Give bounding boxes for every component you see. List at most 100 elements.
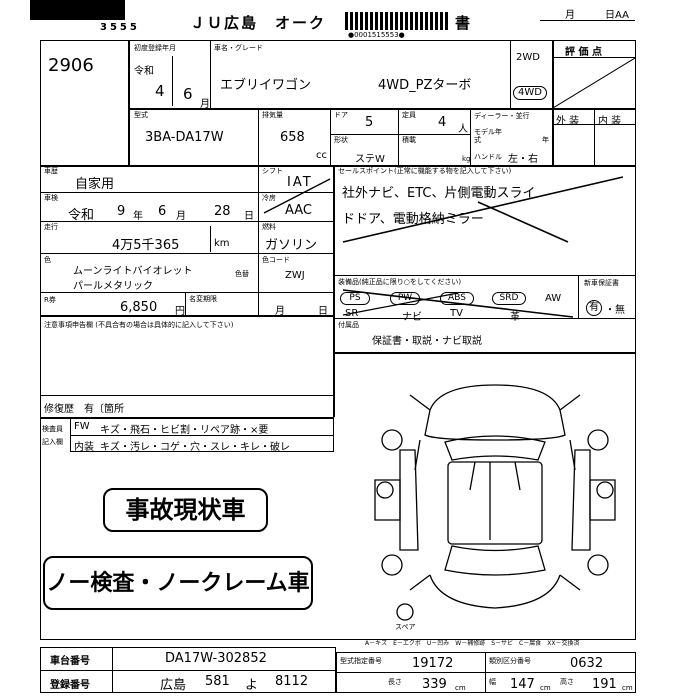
divider: [470, 108, 471, 165]
divider: [40, 315, 334, 317]
divider: [40, 253, 334, 254]
displacement: 658: [280, 130, 305, 145]
equip-srd: SRD: [492, 292, 526, 305]
capacity-unit: 人: [458, 124, 468, 135]
doors-label: ドア: [334, 111, 348, 119]
inspector-ext-items: キズ・飛石・ヒビ割・リペア跡・×要: [100, 425, 269, 436]
top-number-block: [30, 0, 125, 20]
divider: [172, 56, 173, 106]
inspection-era: 令和: [68, 208, 95, 223]
divider: [40, 395, 334, 396]
handle: 左・右: [508, 154, 538, 165]
damage-legend: A－キズ E－エクボ U－凹み W－補修跡 S－サビ C－腐食 XX－交換済: [365, 640, 580, 647]
notes-note: (不具合有の場合は具体的に記入して下さい): [95, 321, 234, 329]
divider: [185, 292, 186, 315]
name-change-day: 日: [318, 306, 328, 317]
equip-ps: PS: [340, 292, 370, 305]
notes-label: 注意事項申告欄 (不具合有の場合は具体的に記入して下さい): [44, 321, 234, 329]
car-damage-diagram: [374, 384, 616, 621]
shift-value: IAT: [287, 175, 313, 190]
length: 339: [422, 677, 447, 692]
registration-label: 登録番号: [50, 680, 90, 691]
divider: [578, 275, 579, 318]
divider: [330, 108, 331, 165]
usage-value: 自家用: [75, 177, 115, 192]
divider: [333, 315, 335, 417]
first-reg-label: 初度登録年月: [134, 44, 176, 52]
divider: [40, 192, 334, 193]
sales-points-label: セールスポイント(正常に機能する物を記入して下さい): [338, 167, 511, 175]
inspection-year: 9: [117, 204, 126, 219]
warranty-no-text: 無: [615, 305, 625, 316]
color-code-label: 色コード: [262, 256, 290, 264]
divider: [333, 165, 335, 315]
registration-number: 8112: [275, 674, 309, 689]
accident-stamp: 事故現状車: [103, 488, 268, 532]
inspector-int-label: 内装: [74, 442, 94, 453]
divider: [210, 40, 211, 108]
registration-class: 581: [205, 674, 230, 689]
sales-points-note: (正常に機能する物を記入して下さい): [394, 167, 512, 175]
cooler-label: 冷房: [262, 194, 276, 202]
divider: [552, 57, 636, 58]
model-name: エブリイワゴン: [220, 78, 312, 93]
usage-label: 車歴: [44, 167, 58, 175]
load-unit: kg: [462, 155, 471, 163]
warranty-no: ・無: [605, 305, 625, 316]
evaluation-label: 評 価 点: [565, 47, 602, 58]
model-type: 3BA-DA17W: [145, 130, 224, 145]
body: ステW: [355, 154, 385, 165]
drive-2wd: 2WD: [516, 52, 540, 63]
mileage-unit: km: [214, 238, 230, 249]
height: 191: [592, 677, 617, 692]
equip-leather: 革: [510, 308, 520, 323]
fuel-value: ガソリン: [265, 238, 318, 253]
inspector-label-2: 記入欄: [42, 438, 63, 446]
first-reg-month-unit: 月: [200, 99, 210, 110]
warranty-yes: 有: [586, 300, 602, 316]
fuel-label: 燃料: [262, 223, 276, 231]
header-month: 月: [565, 10, 575, 21]
mileage-value: 4万5千365: [112, 238, 180, 253]
repair-history: 修復歴 有〔箇所: [44, 404, 124, 415]
header-title-suffix: 書: [455, 14, 471, 32]
divider: [333, 275, 636, 276]
inspector-label-1: 検査員: [42, 425, 63, 433]
divider: [70, 435, 334, 436]
capacity-label: 定員: [402, 111, 416, 119]
equip-abs: ABS: [440, 292, 474, 305]
name-change-label: 名変期限: [189, 295, 217, 303]
divider: [40, 165, 636, 167]
registration-area: 広島: [160, 678, 187, 693]
sales-points-strike: [342, 176, 624, 243]
inspection-day-unit: 日: [244, 211, 254, 222]
doors: 5: [365, 115, 374, 130]
main-frame: [40, 40, 636, 640]
load-label: 積載: [402, 136, 416, 144]
width-label: 幅: [489, 678, 496, 686]
inspector-ext-label: FW: [74, 421, 90, 432]
divider: [40, 417, 334, 419]
divider: [128, 108, 636, 110]
divider: [210, 226, 211, 252]
divider: [552, 40, 554, 165]
top-number: 3555: [100, 22, 140, 33]
color-code: ZWJ: [285, 270, 305, 281]
model-type-label: 型式: [134, 111, 148, 119]
chassis-value: DA17W-302852: [165, 651, 267, 666]
shift-strike: [263, 178, 331, 214]
recycle-value: 6,850: [120, 300, 158, 315]
divider: [40, 221, 334, 222]
equipment-label: 装備品(純正品に限り○をしてください): [338, 278, 461, 286]
repair-label: 修復歴: [44, 404, 74, 415]
divider: [398, 108, 399, 165]
lot-number: 2906: [48, 55, 94, 76]
notes-title: 注意事項申告欄: [44, 321, 93, 329]
divider: [333, 318, 636, 319]
header-title: ＪＵ広島 オーク: [190, 14, 327, 32]
header-date-underline: [540, 20, 635, 21]
inspection-month-unit: 月: [176, 211, 186, 222]
interior-eval-label: 内 装: [598, 116, 622, 127]
inspection-year-unit: 年: [133, 211, 143, 222]
inspector-int-items: キズ・汚レ・コゲ・穴・スレ・キレ・破レ: [100, 442, 290, 453]
